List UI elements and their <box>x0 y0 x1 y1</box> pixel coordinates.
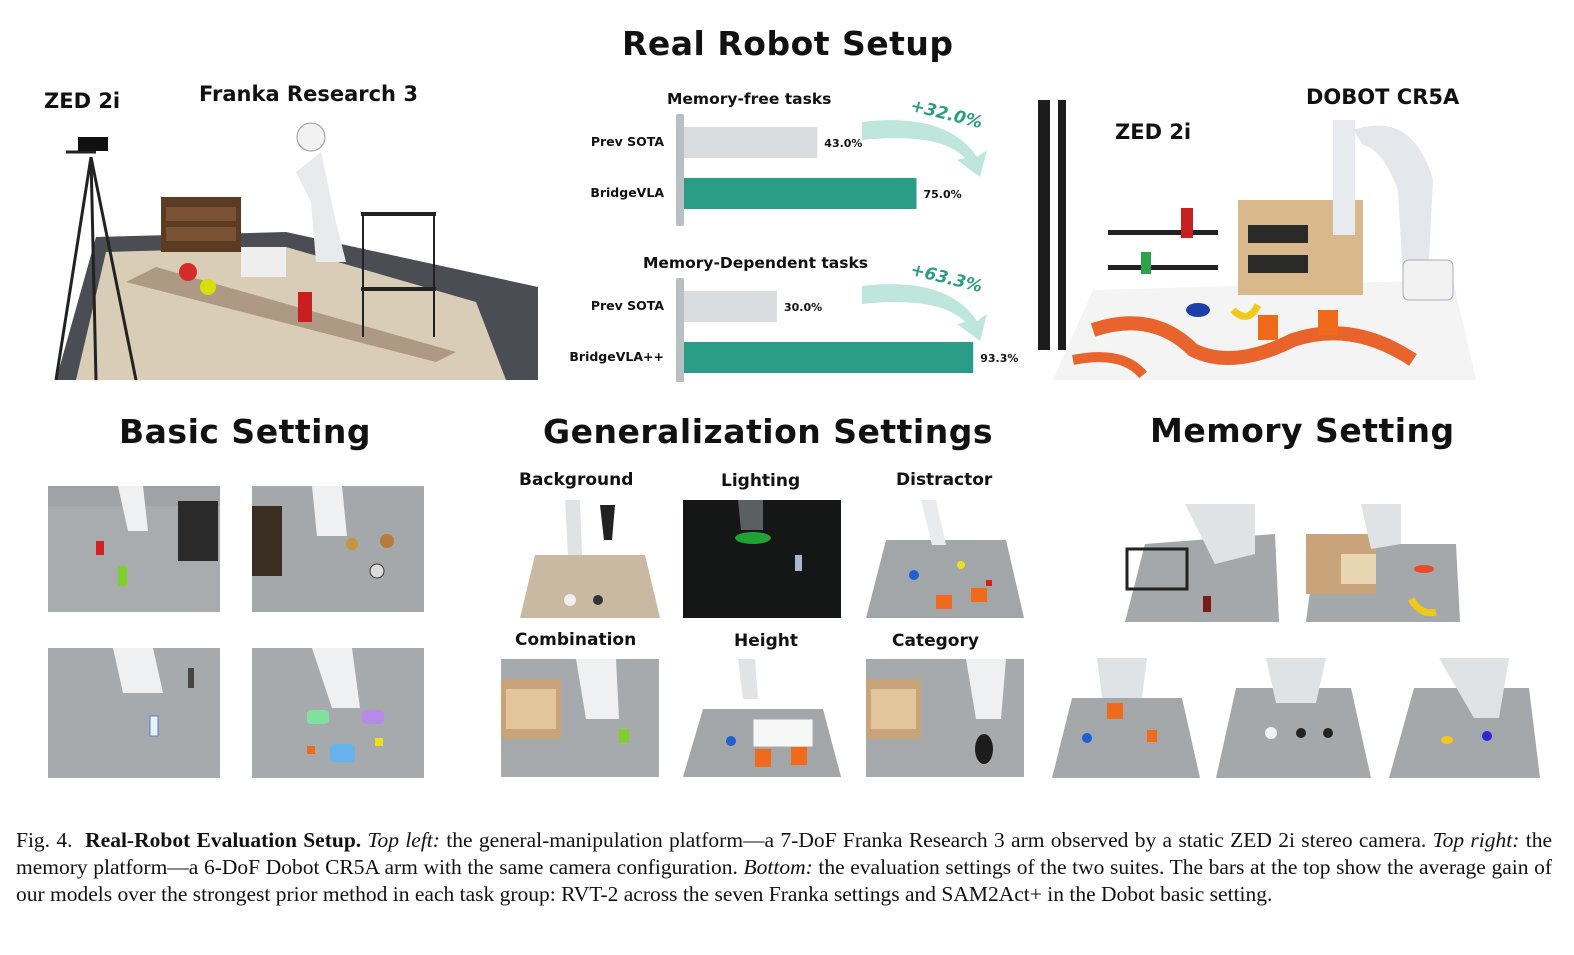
right-camera-label: ZED 2i <box>1115 120 1192 144</box>
caption-bottom-label: Bottom: <box>743 855 813 879</box>
bar-label-0-1: BridgeVLA <box>590 185 664 200</box>
franka-platform-photo <box>36 112 538 380</box>
memory-photo-4 <box>1216 658 1371 778</box>
bar-label-1-1: BridgeVLA++ <box>569 349 664 364</box>
bar-0-1 <box>684 178 917 209</box>
real-robot-setup-heading: Real Robot Setup <box>622 24 954 63</box>
gen-label-category: Category <box>892 631 979 651</box>
caption-top-left-label: Top left: <box>367 828 440 852</box>
gen-label-height: Height <box>734 631 798 651</box>
memory-photo-2 <box>1306 504 1460 622</box>
bar-1-1 <box>684 342 974 373</box>
generalization-settings-heading: Generalization Settings <box>543 412 993 451</box>
bar-value-0-1: 75.0% <box>924 188 962 201</box>
bar-label-0-0: Prev SOTA <box>591 134 664 149</box>
basic-photo-1 <box>48 486 220 612</box>
gen-photo-distractor <box>866 500 1024 618</box>
gen-label-lighting: Lighting <box>721 471 801 491</box>
bar-value-1-1: 93.3% <box>980 352 1018 365</box>
bar-value-0-0: 43.0% <box>824 137 862 150</box>
gen-label-combination: Combination <box>515 630 637 650</box>
gen-photo-height <box>683 659 841 777</box>
bar-1-0 <box>684 291 777 322</box>
basic-setting-heading: Basic Setting <box>119 412 372 451</box>
right-robot-label: DOBOT CR5A <box>1306 85 1460 109</box>
gain-arrow-1 <box>862 284 987 341</box>
memory-photo-1 <box>1125 504 1279 622</box>
memory-setting-heading: Memory Setting <box>1150 411 1455 450</box>
basic-photo-2 <box>252 486 424 612</box>
chart-title-0: Memory-free tasks <box>667 90 831 108</box>
memory-photo-5 <box>1389 658 1540 778</box>
left-camera-label: ZED 2i <box>44 89 121 113</box>
caption-top-left-text: the general-manipulation platform—a 7-Do… <box>439 828 1433 852</box>
figure-caption: Fig. 4. Real-Robot Evaluation Setup. Top… <box>16 827 1552 908</box>
dobot-platform-photo <box>1033 100 1476 380</box>
caption-title: Real-Robot Evaluation Setup. <box>85 828 362 852</box>
caption-fig-label: Fig. 4. <box>16 828 73 852</box>
caption-top-right-text: the memory platform—a 6-DoF Dobot CR5A a… <box>16 828 1552 879</box>
gen-label-distractor: Distractor <box>896 470 993 490</box>
basic-photo-4 <box>252 648 424 778</box>
bar-0-0 <box>684 127 818 158</box>
caption-bottom-text: the evaluation settings of the two suite… <box>16 855 1552 906</box>
bar-label-1-0: Prev SOTA <box>591 298 664 313</box>
gen-photo-lighting <box>683 500 841 618</box>
basic-photo-3 <box>48 648 220 778</box>
gen-photo-combination <box>501 659 659 777</box>
chart-axis-0 <box>676 114 684 226</box>
caption-top-right-label: Top right: <box>1432 828 1520 852</box>
chart-title-1: Memory-Dependent tasks <box>643 254 868 272</box>
memory-photo-3 <box>1052 658 1200 778</box>
gen-photo-background <box>520 500 660 618</box>
gen-label-background: Background <box>519 470 634 490</box>
chart-axis-1 <box>676 278 684 386</box>
bar-value-1-0: 30.0% <box>784 301 822 314</box>
gain-arrow-0 <box>862 120 987 177</box>
left-robot-label: Franka Research 3 <box>199 82 418 106</box>
gen-photo-category <box>866 659 1024 777</box>
